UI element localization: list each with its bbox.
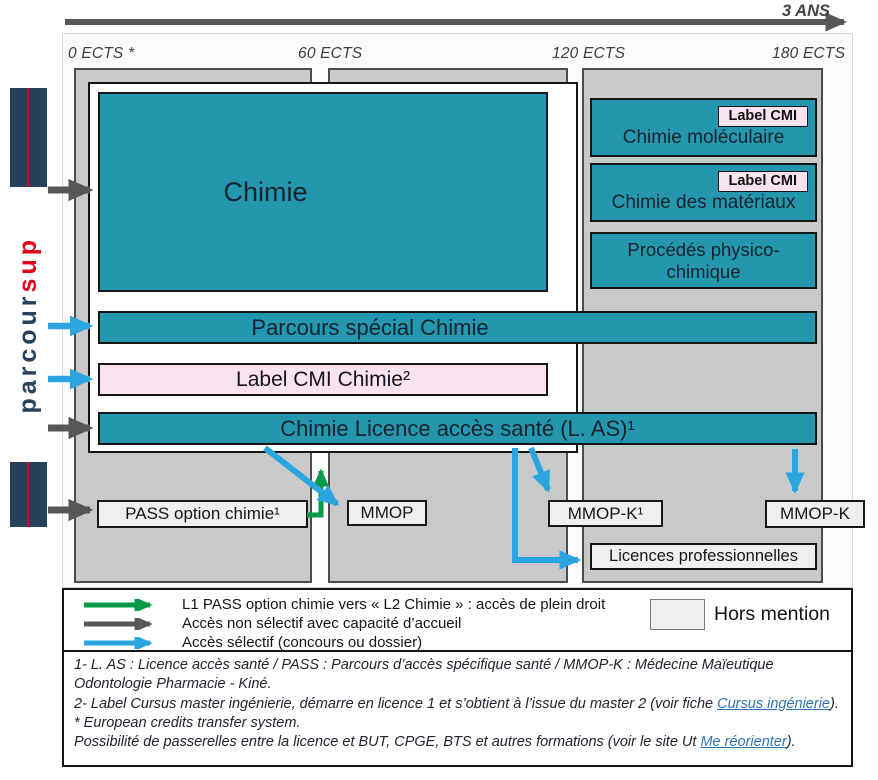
mmop-k-box: MMOP-K bbox=[765, 500, 865, 528]
hors-mention-swatch bbox=[650, 599, 705, 630]
ects-label-120: 120 ECTS bbox=[552, 45, 626, 62]
procedes-physico-chimique-box: Procédés physico-chimique bbox=[590, 232, 817, 289]
parcoursup-logo-wordmark: parcoursup bbox=[10, 187, 47, 462]
parcours-special-chimie-label: Parcours spécial Chimie bbox=[251, 315, 489, 340]
logo-text-sup: sup bbox=[14, 235, 42, 293]
mmop-k1-box: MMOP-K¹ bbox=[548, 500, 663, 527]
chimie-box: Chimie bbox=[98, 92, 548, 292]
hors-mention-label: Hors mention bbox=[714, 603, 830, 625]
legend-label: Accès non sélectif avec capacité d’accue… bbox=[182, 615, 462, 632]
green-arrow-icon bbox=[84, 598, 153, 611]
legend-item-plein-droit: L1 PASS option chimie vers « L2 Chimie »… bbox=[64, 595, 851, 614]
label-cmi-badge: Label CMI bbox=[717, 106, 808, 127]
legend-box: L1 PASS option chimie vers « L2 Chimie »… bbox=[62, 588, 853, 652]
parcoursup-logo-top-bar bbox=[10, 88, 47, 187]
gray-arrow-icon bbox=[84, 617, 153, 630]
logo-red-line bbox=[27, 88, 29, 187]
link-me-reorienter[interactable]: Me réorienter bbox=[700, 734, 787, 751]
label-cmi-chimie-bar: Label CMI Chimie² bbox=[98, 363, 548, 396]
chimie-materiaux-label: Chimie des matériaux bbox=[611, 192, 796, 213]
chimie-moleculaire-box: Label CMI Chimie moléculaire bbox=[590, 98, 817, 157]
footnotes-box: 1- L. AS : Licence accès santé / PASS : … bbox=[62, 650, 853, 767]
mmop-box: MMOP bbox=[347, 500, 427, 526]
ects-label-180: 180 ECTS bbox=[772, 45, 846, 62]
footnote-ects: * European credits transfer system. bbox=[74, 714, 301, 731]
legend-item-non-selectif: Accès non sélectif avec capacité d’accue… bbox=[64, 614, 851, 633]
parcoursup-logo: parcoursup bbox=[10, 88, 47, 527]
parcours-special-chimie-bar: Parcours spécial Chimie bbox=[98, 311, 817, 344]
ects-label-60: 60 ECTS bbox=[298, 45, 363, 62]
footnote-passerelles: Possibilité de passerelles entre la lice… bbox=[74, 734, 796, 751]
label-cmi-badge: Label CMI bbox=[717, 171, 808, 192]
legend-label: Accès sélectif (concours ou dossier) bbox=[182, 634, 423, 651]
link-cursus-ingenierie[interactable]: Cursus ingénierie bbox=[717, 695, 830, 712]
logo-text-parcour: parcour bbox=[14, 292, 42, 414]
parcoursup-logo-bottom-bar bbox=[10, 462, 47, 527]
chimie-moleculaire-label: Chimie moléculaire bbox=[622, 127, 785, 148]
licence-acces-sante-bar: Chimie Licence accès santé (L. AS)¹ bbox=[98, 412, 817, 445]
legend-label: L1 PASS option chimie vers « L2 Chimie »… bbox=[182, 596, 606, 613]
ects-label-0: 0 ECTS * bbox=[68, 45, 135, 62]
logo-red-line bbox=[27, 462, 29, 527]
hors-mention-legend: Hors mention bbox=[650, 599, 830, 630]
licences-professionnelles-box: Licences professionnelles bbox=[590, 543, 817, 570]
footnote-2: 2- Label Cursus master ingénierie, démar… bbox=[74, 695, 839, 712]
timeline-duration-label: 3 ANS bbox=[782, 2, 830, 20]
footnote-1: 1- L. AS : Licence accès santé / PASS : … bbox=[74, 657, 774, 693]
chimie-materiaux-box: Label CMI Chimie des matériaux bbox=[590, 163, 817, 222]
pass-option-chimie-box: PASS option chimie¹ bbox=[97, 500, 308, 528]
blue-arrow-icon bbox=[84, 636, 153, 649]
legend-item-selectif: Accès sélectif (concours ou dossier) bbox=[64, 633, 851, 652]
